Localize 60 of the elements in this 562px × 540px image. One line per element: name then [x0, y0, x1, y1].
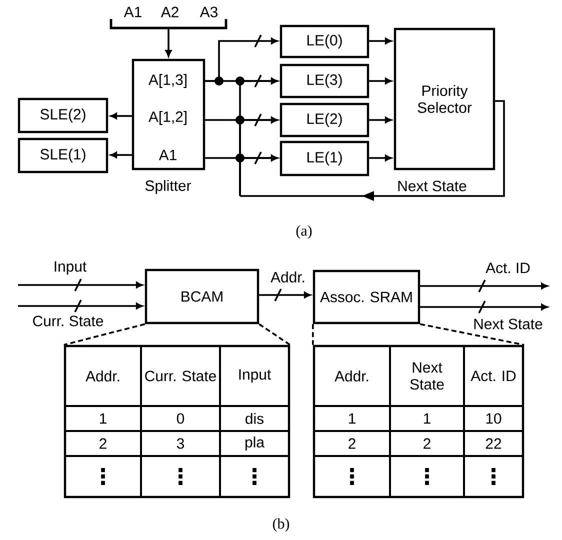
block-box: LE(0): [280, 24, 370, 58]
table-cell: ⋮: [178, 468, 182, 485]
edge-label: Next State: [396, 180, 468, 192]
block-box: LE(1): [280, 140, 370, 176]
box-caption: Splitter: [145, 180, 191, 194]
arrow: [110, 112, 132, 120]
arrow: [420, 300, 548, 314]
block-box: LE(2): [280, 102, 370, 138]
table-cell: 1: [349, 413, 356, 424]
edge-label: Addr.: [270, 270, 306, 284]
arrow: [236, 154, 278, 196]
block-box: SLE(2): [18, 98, 108, 134]
table-cell: pla: [246, 436, 264, 450]
arrow: [165, 28, 172, 57]
block-box: Priority Selector: [394, 28, 496, 170]
edge-label: Curr. State: [31, 314, 105, 328]
table-cell: ⋮: [425, 468, 429, 485]
block-box: BCAM: [144, 268, 260, 324]
table-cell: 2: [348, 438, 356, 449]
arrow: [369, 38, 392, 44]
table-cell: 0: [176, 413, 184, 424]
table-cell: Input: [239, 369, 272, 383]
arrow: [369, 154, 392, 162]
arrow: [369, 78, 392, 84]
arrow: [369, 116, 392, 124]
arrow: [240, 100, 505, 201]
table-cell: 1: [100, 413, 106, 424]
data-table: [312, 344, 524, 498]
data-table: [64, 344, 290, 498]
panel-label: (a): [296, 225, 312, 239]
table-cell: Act. ID: [470, 370, 516, 382]
table-cell: 10: [486, 413, 502, 424]
table-cell: ⋮: [492, 468, 496, 485]
edge-label: Input: [52, 260, 88, 276]
splitter-box: A[1,3] A[1,2] A1: [132, 58, 206, 170]
table-cell: Next State: [410, 362, 444, 390]
bus-bracket: A1 A2 A3: [110, 6, 228, 30]
panel-label: (b): [272, 518, 290, 532]
table-cell: 1: [424, 413, 430, 424]
table-cell: 22: [486, 438, 502, 449]
arrow: [259, 288, 311, 302]
table-cell: dis: [246, 413, 264, 424]
table-cell: ⋮: [101, 468, 105, 485]
edge-label: Act. ID: [484, 262, 532, 274]
edge-label: Next State: [472, 318, 544, 330]
table-cell: Curr. State: [145, 370, 216, 382]
arrow: [110, 152, 132, 158]
table-cell: ⋮: [252, 468, 256, 485]
table-cell: 2: [100, 438, 106, 449]
table-cell: 2: [424, 438, 430, 449]
table-cell: 3: [176, 438, 184, 449]
block-box: LE(3): [280, 64, 370, 98]
arrow: [18, 300, 143, 312]
block-box: Assoc. SRAM: [312, 270, 420, 324]
table-cell: ⋮: [350, 468, 354, 485]
block-box: SLE(1): [18, 138, 108, 174]
table-cell: Addr.: [86, 370, 120, 382]
arrow: [420, 280, 548, 292]
table-cell: Addr.: [334, 370, 368, 382]
arrow: [18, 278, 143, 292]
